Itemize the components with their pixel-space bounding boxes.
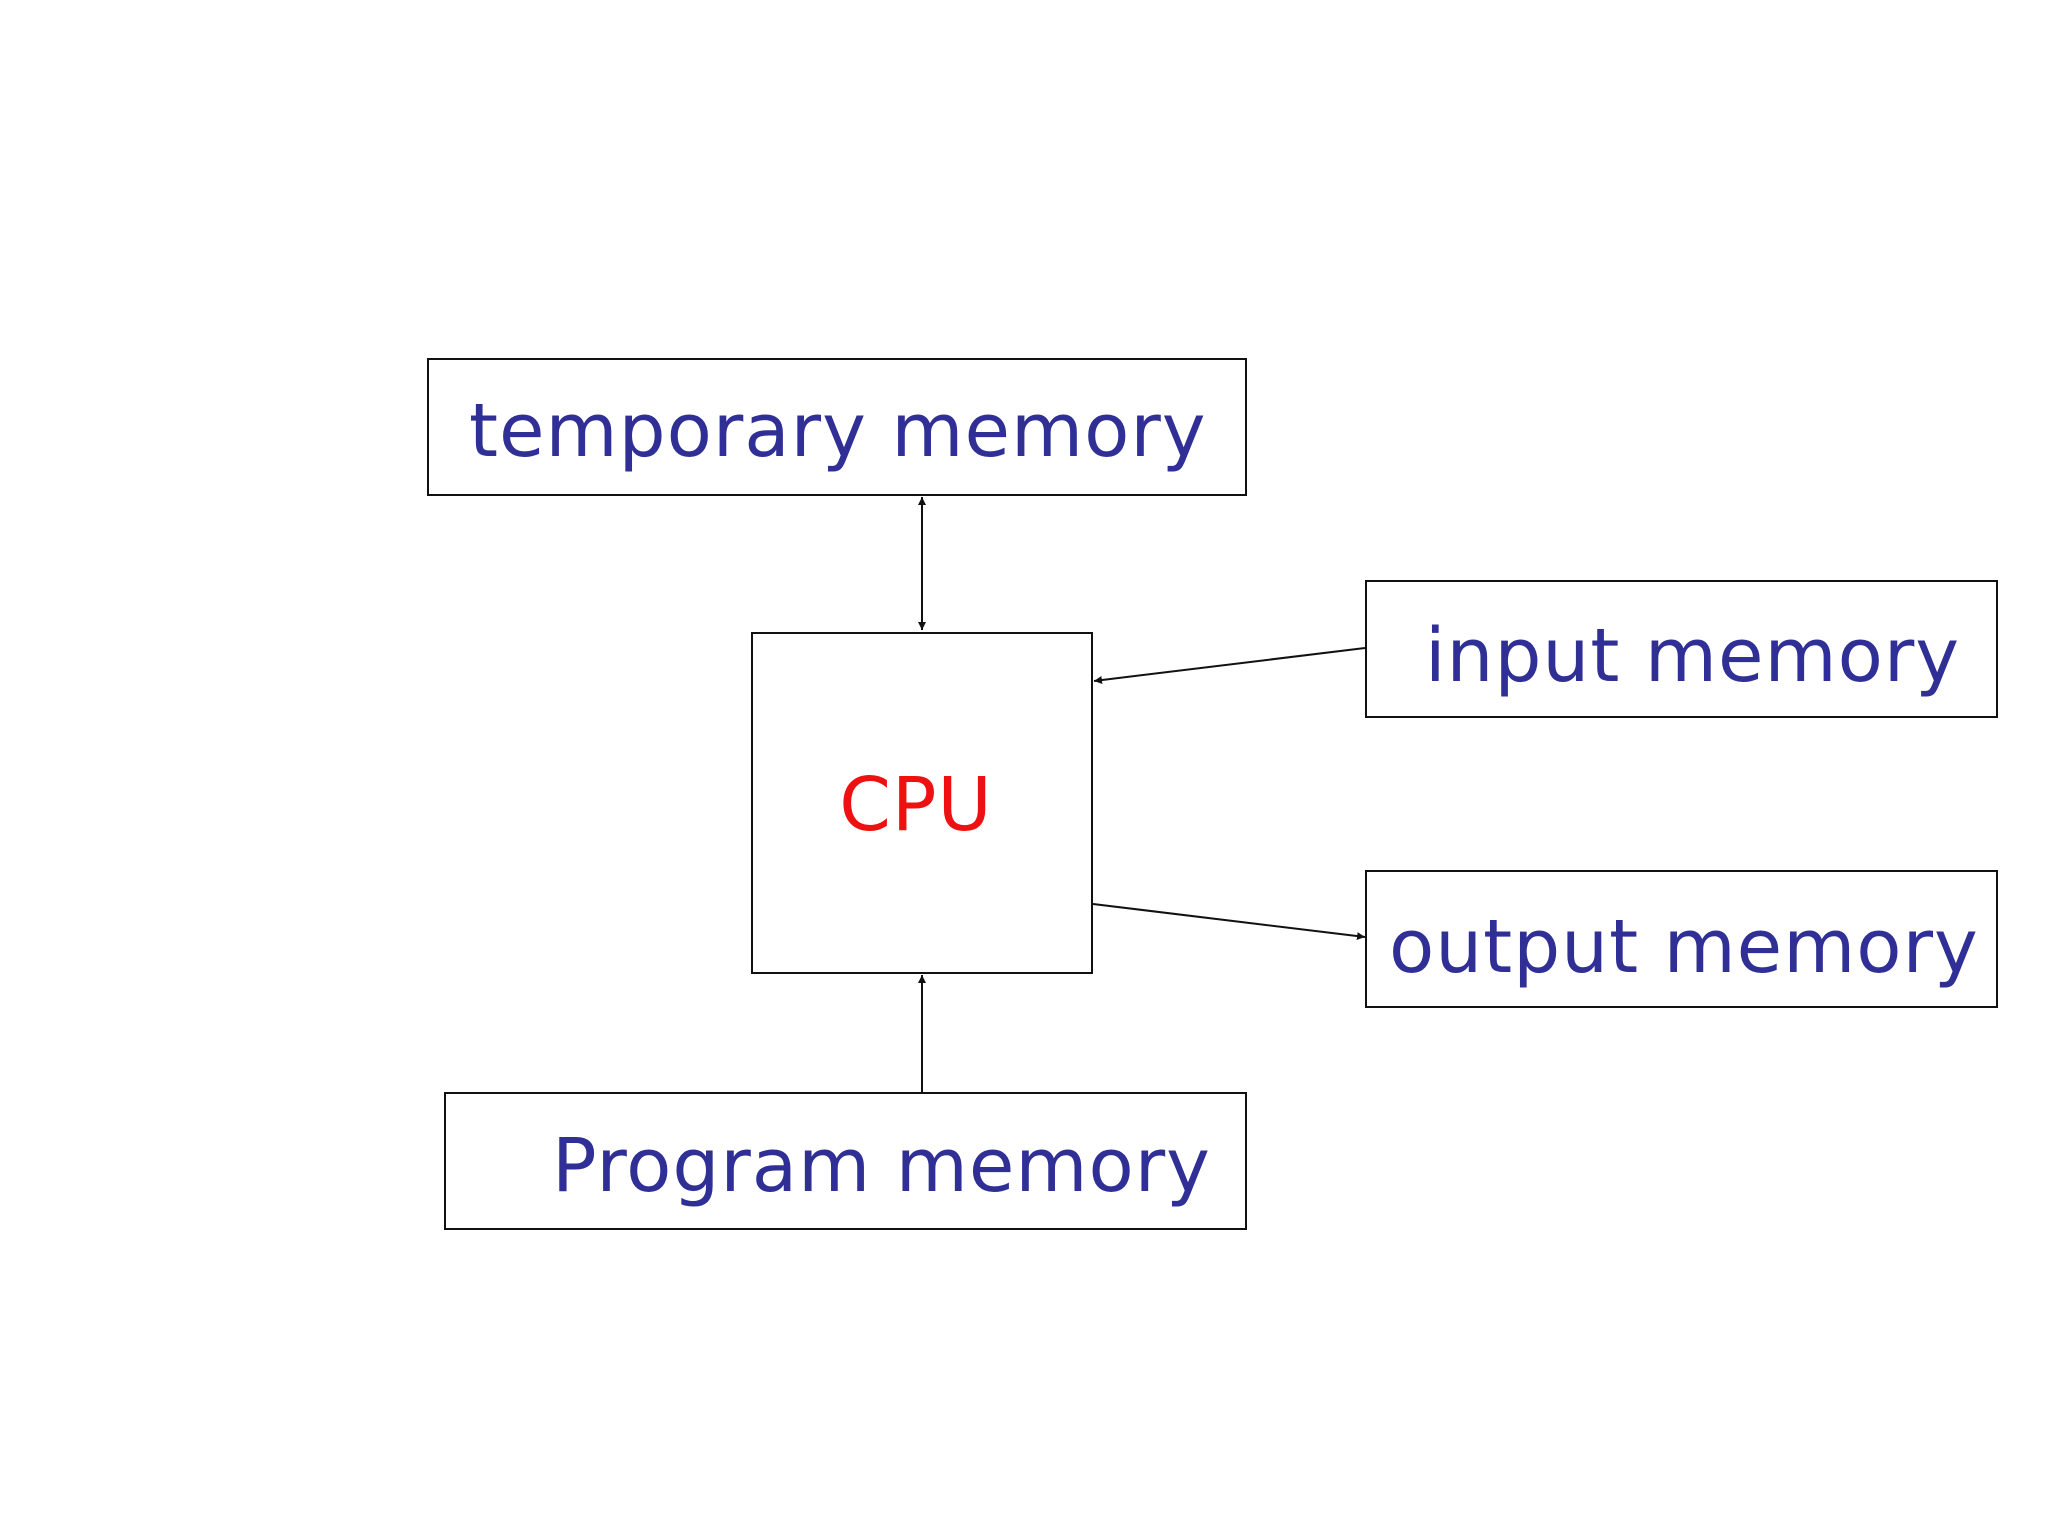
program-memory-label: Program memory: [552, 1123, 1211, 1209]
edge-input-cpu: [1093, 647, 1366, 685]
edge-cpu-output: [1092, 903, 1366, 941]
temporary-memory-box: temporary memory: [427, 358, 1247, 496]
cpu-box: CPU: [751, 632, 1093, 974]
output-memory-box: output memory: [1365, 870, 1998, 1008]
temporary-memory-label: temporary memory: [469, 388, 1207, 474]
cpu-label: CPU: [839, 762, 993, 848]
program-memory-box: Program memory: [444, 1092, 1247, 1230]
input-memory-box: input memory: [1365, 580, 1998, 718]
output-memory-label: output memory: [1389, 904, 1979, 990]
input-memory-label: input memory: [1425, 613, 1961, 699]
